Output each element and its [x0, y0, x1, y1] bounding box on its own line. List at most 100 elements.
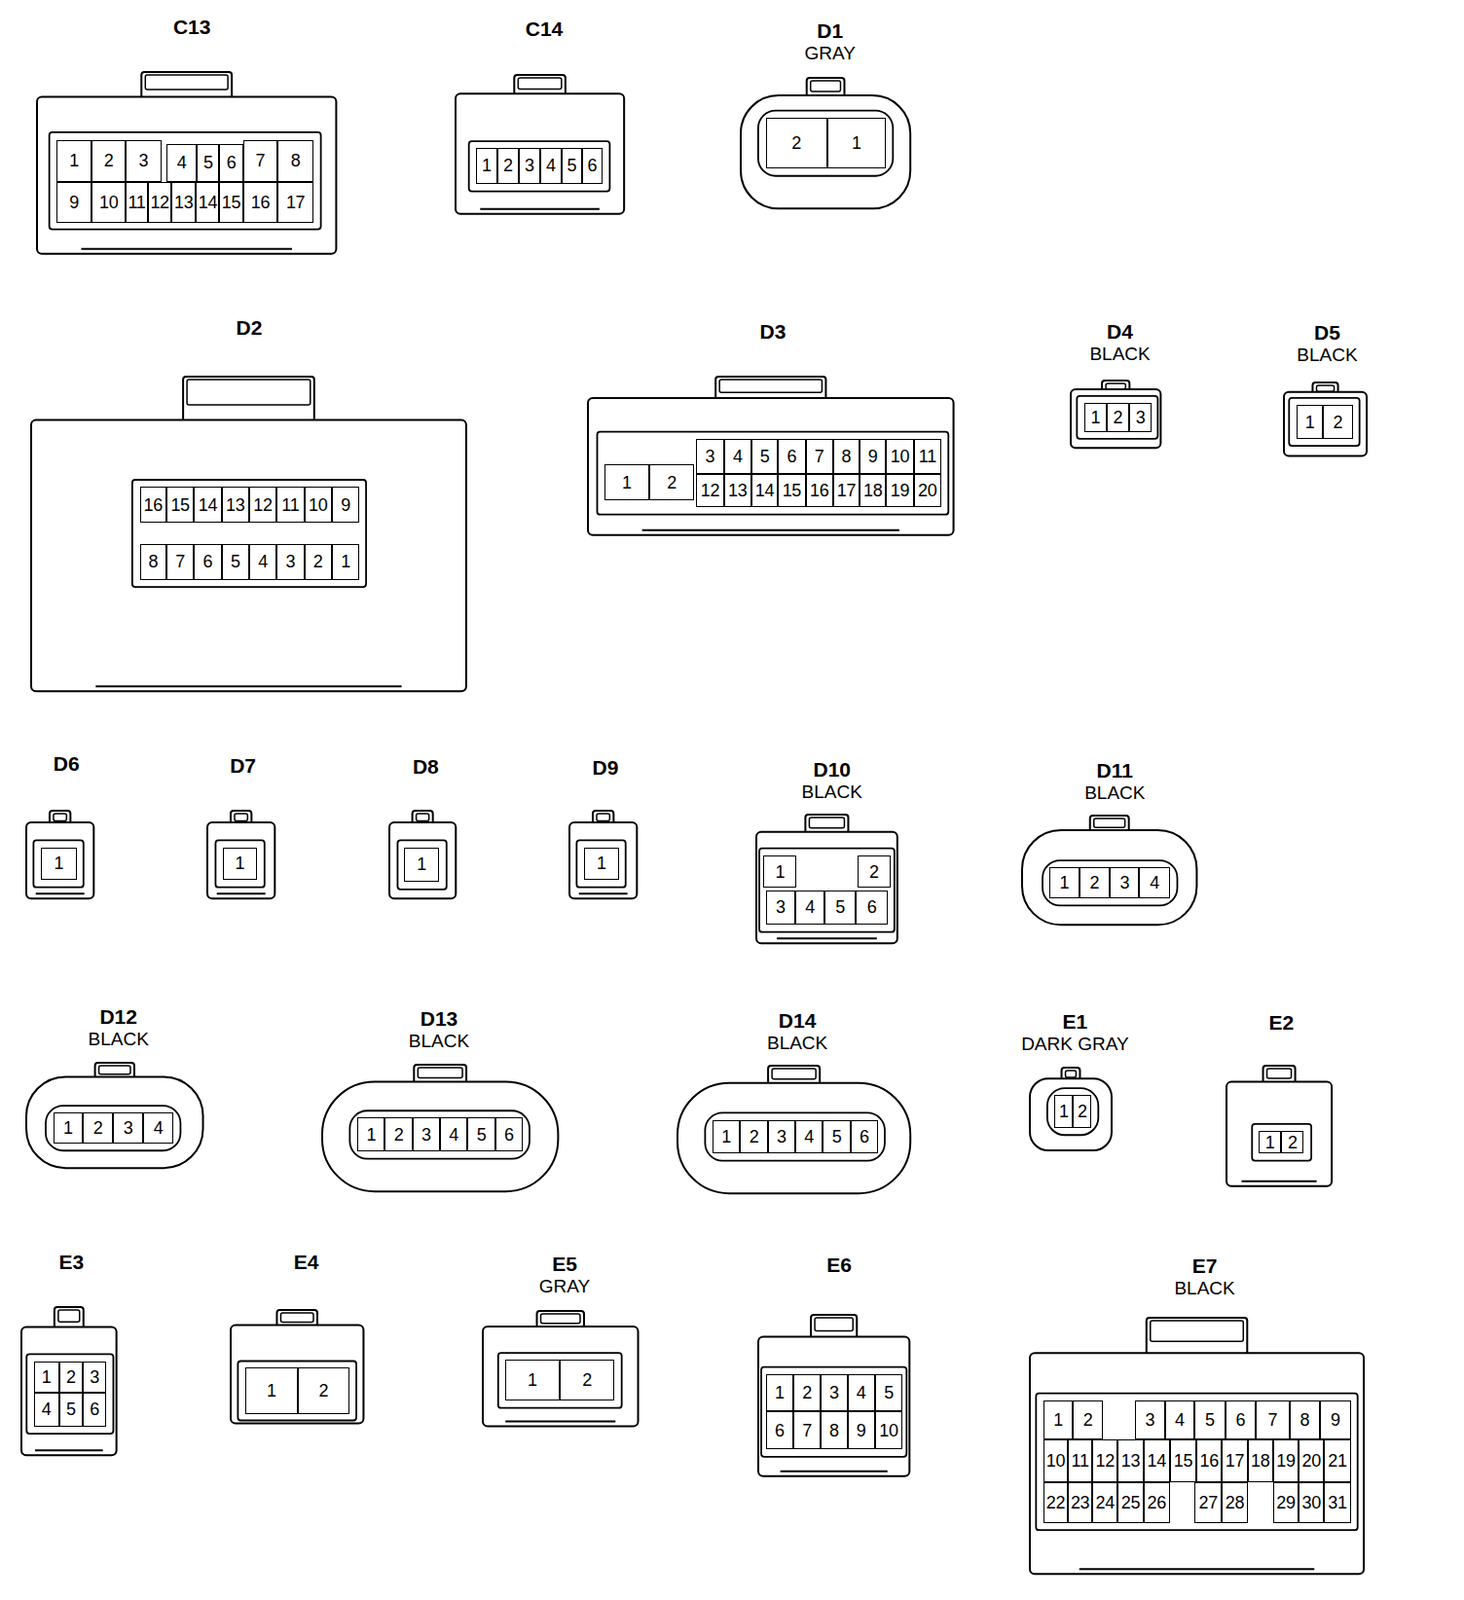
pin-number: 2 [1077, 1102, 1088, 1121]
housing-shape [677, 1083, 911, 1195]
pin-cell: 1 [1084, 402, 1107, 432]
housing-shape [810, 80, 842, 92]
pin-number: 7 [814, 447, 825, 466]
pin-number: 30 [1301, 1494, 1320, 1512]
pin-number: 6 [774, 1422, 785, 1440]
pin-cell: 1 [403, 847, 440, 883]
pin-cell: 31 [1323, 1482, 1351, 1524]
connector-heading: D9 [592, 756, 620, 780]
pin-cell: 2 [497, 147, 519, 184]
pin-number: 1 [721, 1128, 732, 1146]
connector-id: D6 [53, 752, 80, 776]
pin-cell: 6 [82, 1392, 107, 1428]
pin-cell: 8 [140, 544, 167, 581]
pin-cell: 2 [1281, 1131, 1304, 1154]
pin-number: 4 [732, 447, 743, 466]
pin-number: 6 [867, 898, 878, 916]
connector-heading: D4BLACK [1089, 320, 1150, 366]
pin-cell: 10 [304, 486, 332, 523]
pin-number: 26 [1147, 1494, 1167, 1512]
housing-shape [814, 1317, 853, 1331]
housing-shape [1241, 1180, 1317, 1183]
housing-shape [132, 479, 366, 587]
connector-color: BLACK [767, 1032, 828, 1055]
connector-id: D10 [802, 758, 863, 782]
pin-number: 5 [66, 1400, 76, 1419]
pin-cell: 2 [304, 544, 332, 581]
pin-cell: 8 [277, 140, 314, 183]
pin-cell: 29 [1273, 1482, 1299, 1524]
pin-cell: 1 [1054, 1095, 1073, 1129]
pin-number: 12 [700, 481, 720, 500]
pin-cell: 16 [1196, 1439, 1222, 1483]
pin-number: 25 [1121, 1494, 1140, 1512]
pin-cell: 21 [1323, 1439, 1351, 1483]
pin-cell: 3 [766, 890, 796, 926]
pin-cell: 2 [857, 855, 891, 889]
pin-cell: 15 [219, 182, 243, 223]
housing-shape [1283, 392, 1367, 457]
pin-cell: 3 [768, 1120, 796, 1155]
pin-number: 4 [856, 1384, 867, 1402]
pin-number: 6 [1235, 1411, 1245, 1429]
pin-number: 1 [53, 854, 64, 873]
housing-shape [579, 892, 628, 895]
housing-shape [26, 1076, 204, 1169]
pin-number: 31 [1327, 1494, 1347, 1512]
pin-number: 2 [1113, 408, 1124, 427]
connector-housing: D216151413121110987654321 [30, 375, 468, 693]
pin-cell: 3 [820, 1374, 847, 1413]
connector-id: E2 [1268, 1011, 1294, 1035]
pin-cell: 4 [249, 544, 277, 581]
connector-housing: D31234567891011121314151617181920 [586, 375, 955, 537]
housing-shape [80, 248, 293, 251]
pin-cell: 14 [751, 474, 778, 509]
connector-housing: D11BLACK1234 [1021, 814, 1198, 926]
connector-heading: C13 [173, 15, 212, 39]
housing-shape [479, 207, 600, 210]
connector-housing: E412 [229, 1309, 365, 1426]
connector-heading: D3 [760, 320, 787, 344]
pin-number: 3 [775, 898, 786, 916]
pin-number: 1 [1305, 413, 1316, 432]
pin-cell: 4 [795, 890, 825, 926]
pin-number: 3 [829, 1384, 840, 1402]
pin-cell: 18 [1247, 1439, 1274, 1483]
pin-cell: 2 [793, 1374, 821, 1413]
housing-shape [280, 1313, 314, 1322]
pin-cell: 14 [193, 486, 221, 523]
pin-cell: 2 [91, 140, 126, 183]
pin-cell: 2 [82, 1112, 113, 1143]
pin-cell: 1 [505, 1359, 560, 1401]
pin-cell: 4 [143, 1112, 174, 1143]
pin-cell: 17 [277, 182, 314, 223]
pin-cell: 18 [859, 474, 886, 509]
pin-number: 12 [149, 193, 169, 212]
pin-cell: 13 [724, 474, 752, 509]
pin-cell: 3 [125, 140, 162, 183]
housing-shape [1266, 1068, 1291, 1079]
pin-cell: 16 [140, 486, 167, 523]
pin-cell: 30 [1298, 1482, 1324, 1524]
pin-cell: 6 [766, 1411, 794, 1450]
pin-number: 2 [802, 1384, 812, 1402]
pin-number: 22 [1046, 1494, 1065, 1512]
pin-cell: 5 [196, 144, 220, 183]
pin-number: 11 [1071, 1452, 1090, 1470]
pin-cell: 15 [777, 474, 806, 509]
pin-cell: 1 [40, 847, 77, 881]
housing-shape [596, 813, 610, 821]
pin-number: 2 [1333, 413, 1344, 432]
pin-number: 7 [1267, 1411, 1278, 1429]
pin-cell: 3 [276, 544, 304, 581]
connector-id: E6 [826, 1253, 852, 1278]
pin-number: 1 [1091, 408, 1101, 427]
pin-cell: 5 [467, 1117, 495, 1152]
pin-cell: 11 [1067, 1439, 1093, 1483]
pin-cell: 1 [1049, 867, 1079, 898]
pin-number: 5 [230, 552, 241, 571]
pin-cell: 11 [914, 439, 942, 475]
pin-number: 13 [174, 193, 193, 212]
housing-shape [26, 1354, 113, 1435]
